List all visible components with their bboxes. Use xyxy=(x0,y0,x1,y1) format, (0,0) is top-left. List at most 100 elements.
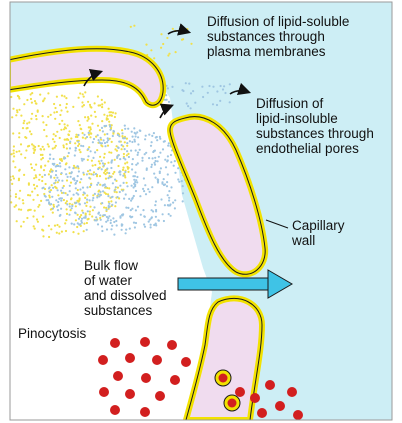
molecule-dot xyxy=(174,207,176,209)
molecule-dot xyxy=(69,203,71,205)
molecule-dot xyxy=(61,231,63,233)
molecule-dot xyxy=(151,141,153,143)
molecule-dot xyxy=(34,149,36,151)
molecule-dot xyxy=(192,90,194,92)
molecule-dot xyxy=(143,190,145,192)
molecule-dot xyxy=(82,187,84,189)
molecule-dot xyxy=(212,103,214,105)
molecule-dot xyxy=(23,120,25,122)
molecule-dot xyxy=(40,148,42,150)
molecule-dot xyxy=(126,150,128,152)
molecule-dot xyxy=(222,88,224,90)
molecule-dot xyxy=(177,178,179,180)
molecule-dot xyxy=(132,158,134,160)
molecule-dot xyxy=(83,223,85,225)
molecule-dot xyxy=(113,221,115,223)
molecule-dot xyxy=(157,219,159,221)
label-capillary-wall: Capillary wall xyxy=(292,218,345,248)
molecule-dot xyxy=(131,163,133,165)
molecule-dot xyxy=(77,141,79,143)
molecule-dot xyxy=(101,127,103,129)
molecule-dot xyxy=(89,186,91,188)
molecule-dot xyxy=(212,86,214,88)
molecule-dot xyxy=(168,142,170,144)
molecule-dot xyxy=(74,202,76,204)
molecule-dot xyxy=(82,145,84,147)
molecule-dot xyxy=(96,149,98,151)
molecule-dot xyxy=(39,174,41,176)
molecule-dot xyxy=(52,148,54,150)
molecule-dot xyxy=(145,135,147,137)
molecule-dot xyxy=(188,83,190,85)
molecule-dot xyxy=(20,225,22,227)
molecule-dot xyxy=(88,146,90,148)
molecule-dot xyxy=(126,145,128,147)
molecule-dot xyxy=(133,195,135,197)
molecule-dot xyxy=(156,136,158,138)
molecule-dot xyxy=(55,135,57,137)
molecule-dot xyxy=(155,209,157,211)
molecule-dot xyxy=(96,219,98,221)
molecule-dot xyxy=(77,120,79,122)
molecule-dot xyxy=(83,191,85,193)
molecule-dot xyxy=(103,114,105,116)
molecule-dot xyxy=(149,191,151,193)
molecule-dot xyxy=(103,165,105,167)
molecule-dot xyxy=(110,222,112,224)
molecule-dot xyxy=(57,165,59,167)
molecule-dot xyxy=(86,136,88,138)
molecule-dot xyxy=(126,182,128,184)
molecule-dot xyxy=(40,154,42,156)
molecule-dot xyxy=(103,139,105,141)
molecule-dot xyxy=(126,161,128,163)
molecule-dot xyxy=(166,99,168,101)
molecule-dot xyxy=(75,134,77,136)
molecule-dot xyxy=(122,175,124,177)
molecule-dot xyxy=(64,157,66,159)
molecule-dot xyxy=(155,200,157,202)
molecule-dot xyxy=(56,224,58,226)
molecule-dot xyxy=(77,189,79,191)
molecule-dot xyxy=(114,159,116,161)
molecule-dot xyxy=(113,171,115,173)
molecule-dot xyxy=(114,179,116,181)
molecule-dot xyxy=(172,202,174,204)
molecule-dot xyxy=(72,106,74,108)
molecule-dot xyxy=(55,174,57,176)
molecule-dot xyxy=(60,109,62,111)
molecule-dot xyxy=(137,206,139,208)
molecule-dot xyxy=(53,204,55,206)
molecule-dot xyxy=(108,172,110,174)
molecule-dot xyxy=(131,141,133,143)
molecule-dot xyxy=(96,196,98,198)
molecule-dot xyxy=(66,200,68,202)
molecule-dot xyxy=(67,133,69,135)
molecule-dot xyxy=(185,82,187,84)
molecule-dot xyxy=(13,177,15,179)
molecule-dot xyxy=(151,186,153,188)
molecule-dot xyxy=(67,155,69,157)
molecule-dot xyxy=(104,214,106,216)
pinocytosis-particle xyxy=(98,355,108,365)
molecule-dot xyxy=(126,185,128,187)
molecule-dot xyxy=(112,133,114,135)
molecule-dot xyxy=(75,205,77,207)
molecule-dot xyxy=(38,204,40,206)
molecule-dot xyxy=(114,116,116,118)
molecule-dot xyxy=(78,200,80,202)
pinocytosis-particle xyxy=(167,340,177,350)
molecule-dot xyxy=(53,177,55,179)
molecule-dot xyxy=(42,235,44,237)
molecule-dot xyxy=(111,115,113,117)
molecule-dot xyxy=(66,143,68,145)
molecule-dot xyxy=(61,172,63,174)
molecule-dot xyxy=(78,170,80,172)
molecule-dot xyxy=(98,139,100,141)
molecule-dot xyxy=(106,115,108,117)
pinocytosis-particle xyxy=(170,375,180,385)
pinocytosis-particle xyxy=(257,408,267,418)
molecule-dot xyxy=(160,33,162,35)
molecule-dot xyxy=(33,184,35,186)
pinocytosis-particle xyxy=(140,407,150,417)
molecule-dot xyxy=(82,132,84,134)
